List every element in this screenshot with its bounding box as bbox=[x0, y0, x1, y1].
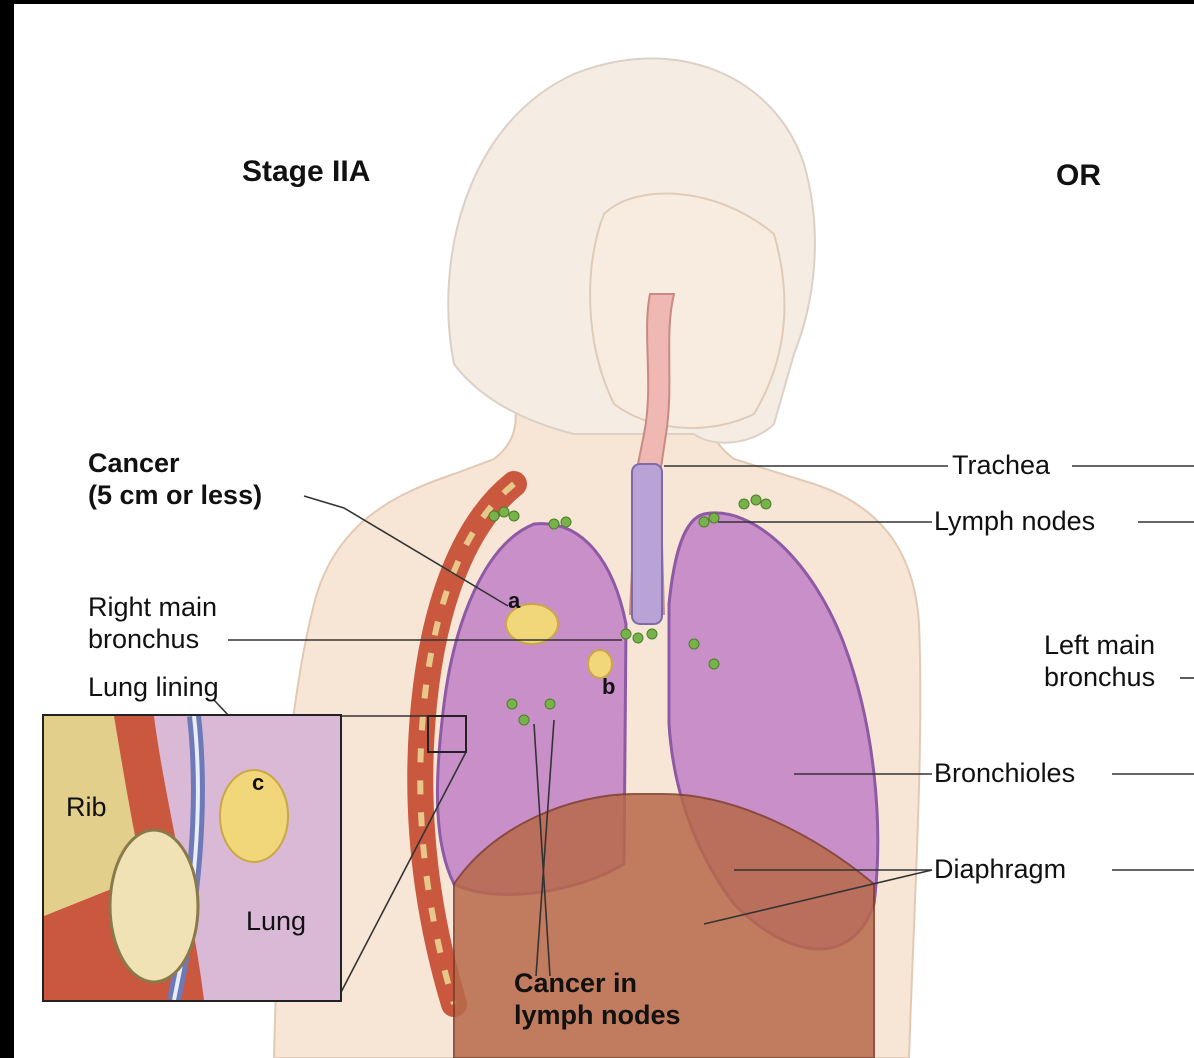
label-cancer-lymph-line1: Cancer in bbox=[514, 968, 637, 999]
label-rib: Rib bbox=[66, 792, 107, 823]
label-bronchioles: Bronchioles bbox=[934, 758, 1075, 789]
marker-a: a bbox=[508, 588, 520, 614]
label-left-bronchus-line1: Left main bbox=[1044, 630, 1155, 661]
label-lung: Lung bbox=[246, 906, 306, 937]
label-cancer-lymph-line2: lymph nodes bbox=[514, 1000, 681, 1031]
label-right-bronchus-line1: Right main bbox=[88, 592, 217, 623]
label-trachea: Trachea bbox=[952, 450, 1050, 481]
magnified-inset bbox=[42, 714, 342, 1002]
inset-illustration bbox=[44, 716, 340, 1000]
label-diaphragm: Diaphragm bbox=[934, 854, 1066, 885]
label-cancer-line2: (5 cm or less) bbox=[88, 480, 262, 511]
or-heading: OR bbox=[1056, 160, 1101, 191]
marker-c: c bbox=[252, 770, 264, 796]
head-outline bbox=[448, 58, 815, 442]
label-left-bronchus-line2: bronchus bbox=[1044, 662, 1155, 693]
label-lung-lining: Lung lining bbox=[88, 672, 219, 703]
label-lymph-nodes: Lymph nodes bbox=[934, 506, 1095, 537]
rib-cross-section bbox=[110, 830, 198, 982]
stage-heading: Stage IIA bbox=[242, 156, 370, 187]
diagram-canvas: Stage IIA OR Cancer (5 cm or less) Right… bbox=[14, 4, 1194, 1058]
label-cancer-line1: Cancer bbox=[88, 448, 180, 479]
marker-b: b bbox=[602, 674, 615, 700]
label-right-bronchus-line2: bronchus bbox=[88, 624, 199, 655]
